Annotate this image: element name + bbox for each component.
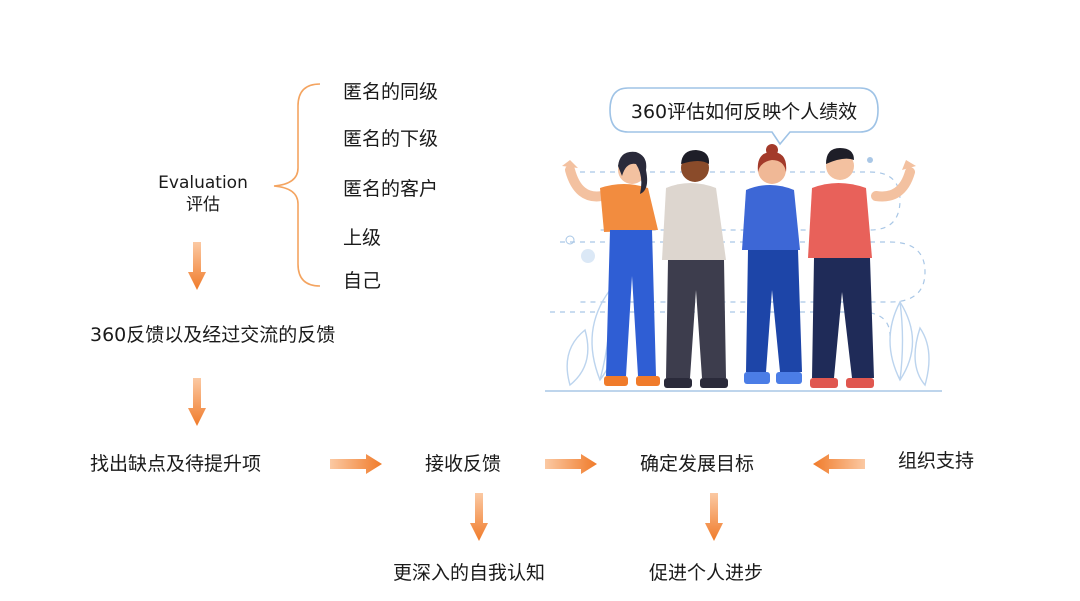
evaluation-label: Evaluation 评估 <box>148 172 258 216</box>
speech-bubble-text: 360评估如何反映个人绩效 <box>631 101 857 123</box>
receive-feedback-step: 接收反馈 <box>425 453 502 475</box>
personal-growth-step: 促进个人进步 <box>649 562 764 584</box>
source-anonymous-peers: 匿名的同级 <box>343 81 439 103</box>
source-self: 自己 <box>343 270 382 292</box>
source-superior: 上级 <box>343 227 382 249</box>
person-red-shirt <box>808 148 916 388</box>
person-blue-shirt <box>742 144 802 384</box>
org-support-step: 组织支持 <box>898 450 975 472</box>
person-grey-shirt <box>662 150 728 388</box>
find-gaps-step: 找出缺点及待提升项 <box>90 453 262 475</box>
arrow-right-icon <box>545 454 597 474</box>
team-illustration: 360评估如何反映个人绩效 <box>545 87 942 392</box>
source-anonymous-subordinates: 匿名的下级 <box>343 128 439 150</box>
arrow-down-icon <box>188 378 206 426</box>
arrow-right-icon <box>330 454 382 474</box>
feedback-step: 360反馈以及经过交流的反馈 <box>90 324 336 346</box>
source-anonymous-clients: 匿名的客户 <box>343 178 439 200</box>
person-orange-shirt <box>562 151 660 386</box>
evaluation-label-en: Evaluation <box>158 173 248 193</box>
arrow-down-icon <box>188 242 206 290</box>
deeper-awareness-step: 更深入的自我认知 <box>393 562 546 584</box>
evaluation-label-cn: 评估 <box>186 195 220 216</box>
brace-bracket <box>273 83 321 287</box>
arrow-down-icon <box>705 493 723 541</box>
arrow-down-icon <box>470 493 488 541</box>
set-goals-step: 确定发展目标 <box>640 453 755 475</box>
arrow-left-icon <box>813 454 865 474</box>
